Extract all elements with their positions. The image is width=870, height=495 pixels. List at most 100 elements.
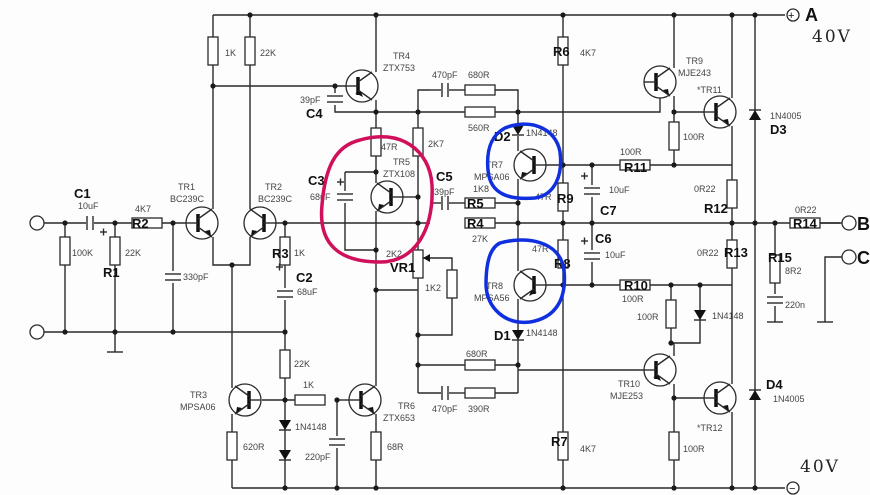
junction-dot (560, 485, 566, 491)
diode-triangle (279, 450, 291, 460)
value-r3: 1K (294, 248, 305, 258)
ref-c3: C3 (308, 173, 325, 188)
transistor-emitter-lead (655, 373, 671, 385)
tr11-name: *TR11 (697, 85, 722, 95)
value-c7: 10uF (609, 185, 630, 195)
minus-terminal-icon (786, 481, 800, 495)
junction-dot (671, 395, 677, 401)
vr1-potentiometer-icon (412, 249, 424, 279)
tr2-name: TR2 (265, 182, 282, 192)
wire (418, 298, 453, 336)
junction-dot (515, 220, 521, 226)
capacitor-gap (441, 82, 449, 98)
supply-bottom-voltage: 40V (800, 457, 840, 477)
tr6-transistor-icon (348, 383, 382, 417)
transistor-arrow-icon (723, 119, 729, 125)
junction-dot (560, 12, 566, 18)
r9-resistor-icon (557, 182, 569, 212)
tr12-transistor-icon (703, 381, 737, 415)
tr9-part: MJE243 (678, 68, 711, 78)
r2-resistor-icon (131, 217, 163, 229)
r1k-top-resistor-icon (207, 36, 219, 66)
tr11-transistor-icon (703, 95, 737, 129)
transistor-arrow-icon (653, 376, 661, 381)
transistor-emitter-lead (715, 115, 731, 127)
value-r13: 0R22 (697, 248, 719, 258)
capacitor-gap (277, 288, 293, 300)
c3-capacitor-icon (337, 191, 353, 203)
junction-dot (334, 485, 340, 491)
transistor-arrow-icon (529, 291, 537, 296)
vr1-wiper-arrow-icon (423, 254, 430, 262)
capacitor-gap (767, 294, 783, 306)
r15-resistor-icon (769, 254, 781, 284)
ref-c7: C7 (600, 203, 617, 218)
junction-dot (62, 220, 68, 226)
plus-sign: + (788, 10, 794, 22)
junction-dot (515, 362, 521, 368)
value-100r-tr10: 100R (637, 312, 659, 322)
junction-dot (668, 282, 674, 288)
tr5-transistor-icon (370, 180, 404, 214)
junction-dot (282, 329, 288, 335)
value-680r-top: 680R (468, 70, 490, 80)
polarity-plus-icon (581, 237, 588, 245)
value-r6: 4K7 (580, 48, 596, 58)
ref-d3: D3 (770, 122, 787, 137)
ref-r9: R9 (557, 191, 574, 206)
value-r11: 100R (620, 147, 642, 157)
ref-r5: R5 (467, 196, 484, 211)
transistor-emitter-lead (655, 85, 671, 97)
value-1k-mid: 1K (303, 380, 314, 390)
value-100k: 100K (72, 248, 93, 258)
transistor-emitter-lead (357, 89, 373, 101)
value-r2: 4K7 (135, 204, 151, 214)
tr6-part: ZTX653 (383, 413, 415, 423)
value-470pf-top: 470pF (432, 70, 458, 80)
value-r12: 0R22 (694, 184, 716, 194)
value-100r-bot: 100R (683, 444, 705, 454)
polarity-plus-icon (100, 228, 107, 236)
junction-dot (282, 485, 288, 491)
wire (334, 104, 418, 113)
junction-dot (282, 220, 288, 226)
ref-c5: C5 (436, 169, 453, 184)
value-22k-mid: 22K (294, 359, 310, 369)
transistor-arrow-icon (236, 407, 242, 413)
input-terminal-icon (29, 215, 45, 231)
transistor-labels: TR1 BC239C TR2 BC239C TR3 MPSA06 TR4 ZTX… (170, 51, 723, 433)
junction-dot (415, 194, 421, 200)
transistor-arrow-icon (205, 230, 211, 236)
tr8-transistor-icon (513, 268, 547, 302)
r620-resistor-icon (226, 431, 238, 461)
diode-triangle (512, 330, 524, 340)
c2-capacitor-icon (277, 288, 293, 300)
value-c6: 10uF (605, 250, 626, 260)
capacitor-gap (329, 436, 345, 448)
junction-dot (671, 162, 677, 168)
junction-dot (210, 83, 216, 89)
terminal-a-label: A (805, 5, 818, 25)
d1-diode-icon (512, 330, 524, 341)
junction-dot (415, 220, 421, 226)
value-220pf: 220pF (305, 452, 331, 462)
transistor-emitter-lead (519, 288, 535, 300)
tr10-name: TR10 (618, 379, 640, 389)
junction-dot (332, 83, 338, 89)
transistor-collector-lead (655, 355, 671, 367)
tr6-name: TR6 (398, 401, 415, 411)
supply-top-voltage: 40V (812, 27, 852, 47)
r680-bot-resistor-icon (464, 359, 496, 371)
value-d1: 1N4148 (526, 328, 558, 338)
ref-r13: R13 (724, 245, 748, 260)
value-r4: 27K (472, 234, 488, 244)
wire (417, 89, 430, 112)
capacitor-gap (86, 215, 94, 231)
c5-capacitor-icon (441, 195, 449, 211)
diode-triangle (694, 310, 706, 320)
d3-diode-icon (749, 109, 761, 120)
transistor-emitter-lead (715, 401, 731, 413)
transistor-collector-lead (376, 182, 392, 194)
junction-dot (752, 485, 758, 491)
wire (422, 257, 453, 270)
